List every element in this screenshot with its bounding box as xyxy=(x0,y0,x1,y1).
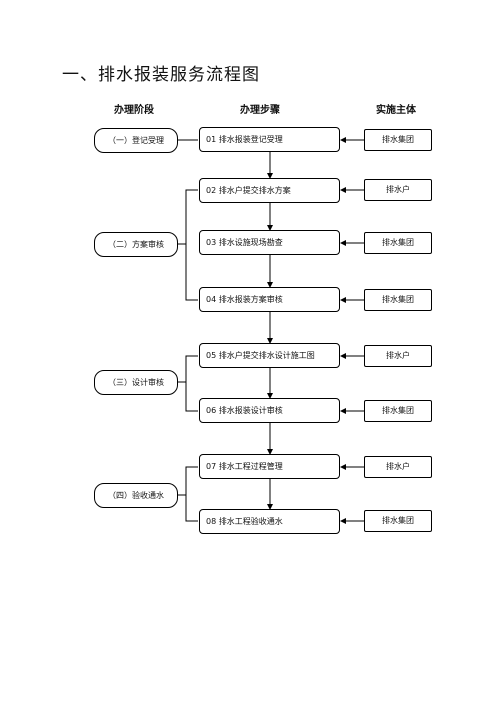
step-box-08: 08 排水工程验收通水 xyxy=(199,509,340,534)
actor-box-04: 排水集团 xyxy=(364,289,432,311)
step-box-01: 01 排水报装登记受理 xyxy=(199,127,340,152)
stage-box-3: （三）设计审核 xyxy=(94,370,178,395)
actor-box-08: 排水集团 xyxy=(364,510,432,532)
actor-arrows xyxy=(340,137,364,524)
bracket-stage4 xyxy=(185,466,198,522)
step-box-06: 06 排水报装设计审核 xyxy=(199,398,340,423)
bracket-stage3 xyxy=(185,355,198,412)
page-title: 一、排水报装服务流程图 xyxy=(62,65,260,85)
header-actor: 实施主体 xyxy=(376,105,416,116)
actor-box-01: 排水集团 xyxy=(364,129,432,151)
actor-box-02: 排水户 xyxy=(364,179,432,201)
actor-box-07: 排水户 xyxy=(364,456,432,478)
stage-box-4: （四）验收通水 xyxy=(94,483,178,508)
actor-box-03: 排水集团 xyxy=(364,232,432,254)
step-box-03: 03 排水设施现场勘查 xyxy=(199,230,340,255)
stage-brackets xyxy=(178,189,198,522)
step-box-04: 04 排水报装方案审核 xyxy=(199,287,340,312)
step-box-02: 02 排水户提交排水方案 xyxy=(199,178,340,203)
step-box-05: 05 排水户提交排水设计施工图 xyxy=(199,343,340,368)
header-step: 办理步骤 xyxy=(240,105,280,116)
header-stage: 办理阶段 xyxy=(114,105,154,116)
actor-box-06: 排水集团 xyxy=(364,400,432,422)
actor-box-05: 排水户 xyxy=(364,345,432,367)
step-box-07: 07 排水工程过程管理 xyxy=(199,454,340,479)
stage-box-2: （二）方案审核 xyxy=(94,232,178,257)
bracket-stage2 xyxy=(185,189,198,301)
stage-box-1: （一）登记受理 xyxy=(94,128,178,153)
